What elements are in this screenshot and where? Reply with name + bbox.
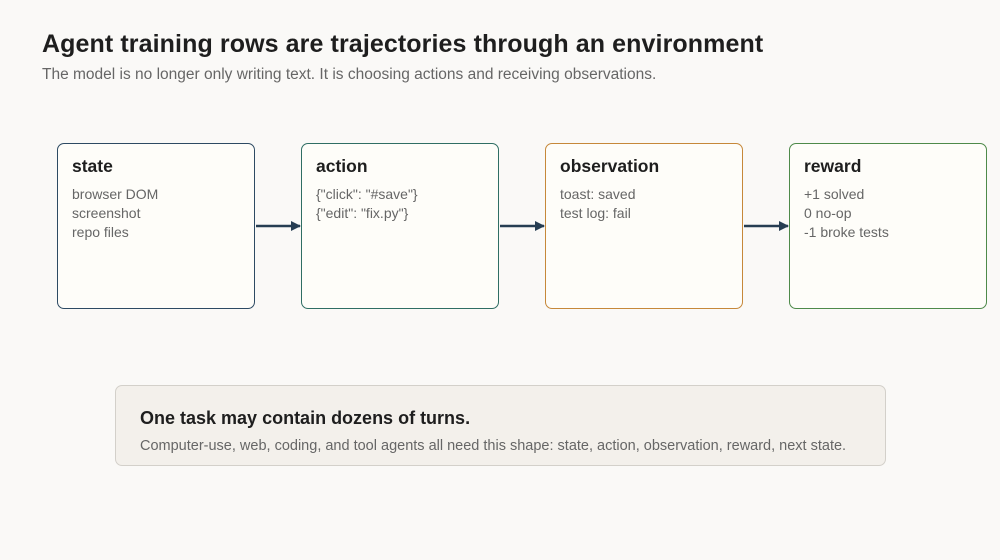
note-title: One task may contain dozens of turns. — [140, 408, 471, 428]
reward-box: reward +1 solved 0 no-op -1 broke tests — [789, 143, 987, 309]
summary-note: One task may contain dozens of turns. Co… — [115, 385, 886, 466]
action-box: action {"click": "#save"} {"edit": "fix.… — [301, 143, 499, 309]
reward-line-solved: +1 solved — [804, 186, 865, 202]
state-line-repo-files: repo files — [72, 224, 129, 240]
state-box: state browser DOM screenshot repo files — [57, 143, 255, 309]
observation-line-test-log: test log: fail — [560, 205, 631, 221]
state-line-browser-dom: browser DOM — [72, 186, 159, 202]
action-line-click: {"click": "#save"} — [316, 186, 418, 202]
reward-line-broke-tests: -1 broke tests — [804, 224, 889, 240]
state-box-title: state — [72, 156, 113, 176]
page-subtitle: The model is no longer only writing text… — [42, 66, 657, 83]
observation-line-toast: toast: saved — [560, 186, 636, 202]
page-title: Agent training rows are trajectories thr… — [42, 30, 764, 58]
reward-box-title: reward — [804, 156, 862, 176]
observation-box: observation toast: saved test log: fail — [545, 143, 743, 309]
note-text: Computer-use, web, coding, and tool agen… — [140, 438, 847, 454]
reward-line-no-op: 0 no-op — [804, 205, 852, 221]
action-line-edit: {"edit": "fix.py"} — [316, 205, 409, 221]
observation-box-title: observation — [560, 156, 660, 176]
state-line-screenshot: screenshot — [72, 205, 141, 221]
action-box-title: action — [316, 156, 368, 176]
